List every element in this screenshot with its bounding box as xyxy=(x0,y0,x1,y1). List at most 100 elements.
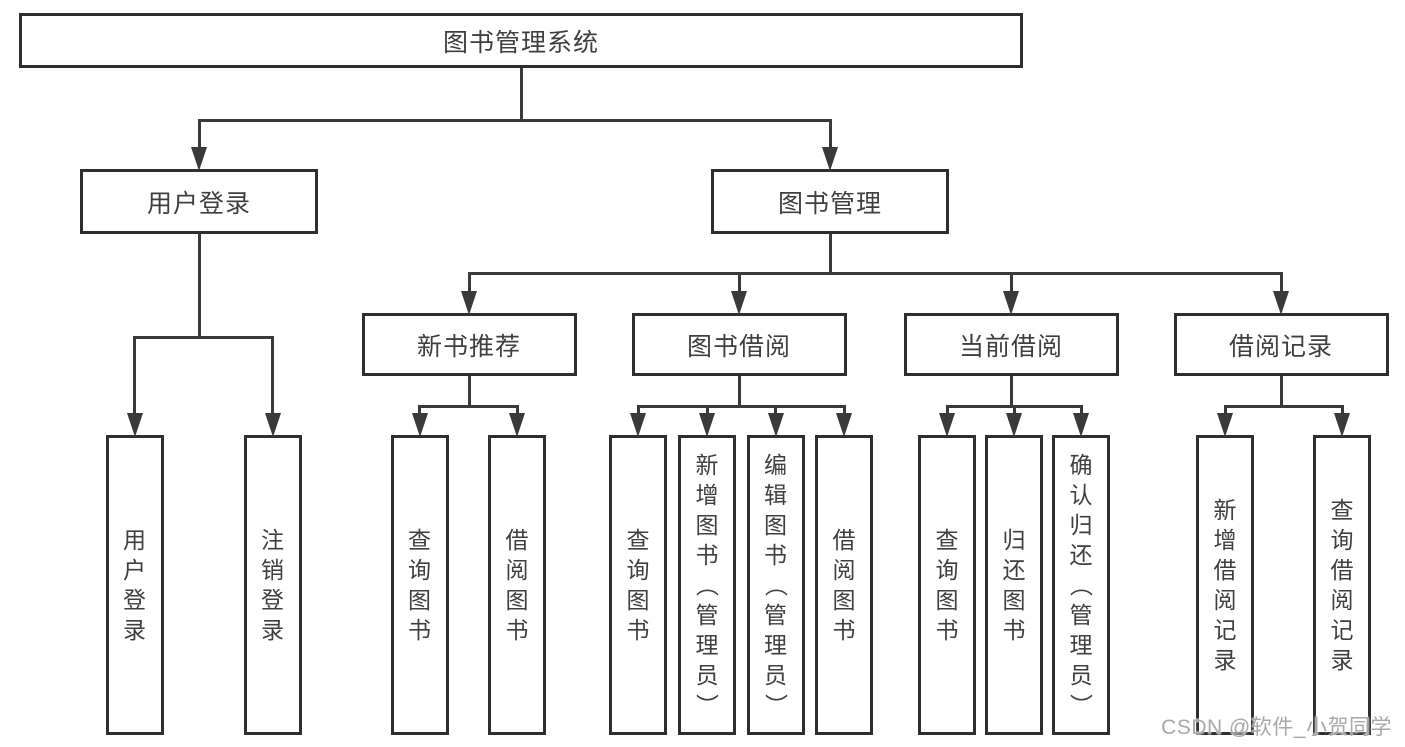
node-label-char: 记 xyxy=(1330,617,1354,643)
node-label-char: 理 xyxy=(695,632,719,658)
connector-line xyxy=(1009,376,1013,406)
node-label-char: ） xyxy=(762,693,789,717)
node-label-char: 认 xyxy=(1069,482,1093,508)
node-label-char: 查 xyxy=(408,527,431,553)
node-label-char: 书 xyxy=(408,617,431,643)
node-label-char: 员 xyxy=(1069,662,1093,688)
node-label-char: 员 xyxy=(695,662,719,688)
node-label-char: 阅 xyxy=(1330,587,1354,613)
arrow-down-icon xyxy=(836,413,852,437)
node-label-char: 还 xyxy=(1069,542,1093,568)
arrow-down-icon xyxy=(630,413,646,437)
leaf-logout-login: 注销登录 xyxy=(243,435,302,735)
node-label-char: 理 xyxy=(1069,632,1093,658)
node-label-char: （ xyxy=(1068,573,1094,597)
arrow-down-icon xyxy=(1334,413,1350,437)
arrow-down-icon xyxy=(1073,413,1089,437)
node-new-book-recommendation: 新书推荐 xyxy=(361,313,577,376)
node-label-char: 录 xyxy=(1330,647,1354,673)
node-label-char: 还 xyxy=(1002,557,1026,583)
leaf-search-books-3: 查询图书 xyxy=(918,435,976,735)
node-label-char: 查 xyxy=(1330,497,1354,523)
connector-line xyxy=(828,120,832,155)
node-label-char: 新 xyxy=(1213,497,1237,523)
connector-line xyxy=(828,234,832,273)
node-label-char: 借 xyxy=(1330,557,1354,583)
leaf-user-login: 用户登录 xyxy=(105,435,164,735)
leaf-search-books-2: 查询图书 xyxy=(609,435,667,735)
connector-line xyxy=(467,271,1283,275)
node-label-char: 询 xyxy=(408,557,431,583)
leaf-edit-book-admin: 编辑图书（管理员） xyxy=(746,435,805,735)
node-label-char: 辑 xyxy=(764,482,787,508)
arrow-down-icon xyxy=(509,413,525,437)
csdn-watermark: CSDN @软件_小贺同学 xyxy=(1161,716,1392,739)
node-label-char: 询 xyxy=(626,557,650,583)
node-label-char: 归 xyxy=(1069,512,1093,538)
node-label-char: 登 xyxy=(123,587,146,613)
node-label-char: 书 xyxy=(935,617,959,643)
arrow-down-icon xyxy=(699,413,715,437)
connector-line xyxy=(197,120,201,155)
arrow-down-icon xyxy=(126,413,143,437)
node-label-char: 确 xyxy=(1069,452,1093,478)
connector-line xyxy=(1279,273,1283,299)
node-label-char: 书 xyxy=(764,542,787,568)
node-label-char: 录 xyxy=(1213,647,1237,673)
node-label-char: 图 xyxy=(935,587,959,613)
leaf-add-borrow-record: 新增借阅记录 xyxy=(1196,435,1254,735)
node-label-char: 编 xyxy=(764,452,787,478)
arrow-down-icon xyxy=(1217,413,1233,437)
node-label-char: 图 xyxy=(626,587,650,613)
node-label-char: 借 xyxy=(832,527,856,553)
node-label-char: 录 xyxy=(123,617,146,643)
leaf-borrow-books-2: 借阅图书 xyxy=(815,435,873,735)
node-label: 图书管理系统 xyxy=(442,28,599,57)
connector-line xyxy=(197,118,832,122)
node-label-char: 查 xyxy=(935,527,959,553)
node-label: 新书推荐 xyxy=(416,332,521,361)
arrow-down-icon xyxy=(411,413,428,437)
connector-line xyxy=(519,68,523,120)
node-book-management: 图书管理 xyxy=(711,169,949,234)
arrow-down-icon xyxy=(822,147,838,171)
connector-line xyxy=(271,337,274,421)
leaf-borrow-books: 借阅图书 xyxy=(488,435,546,735)
arrow-down-icon xyxy=(264,413,281,437)
node-book-borrowing: 图书借阅 xyxy=(631,313,847,376)
node-label-char: 注 xyxy=(261,527,284,553)
connector-line xyxy=(1009,273,1013,299)
node-user-login: 用户登录 xyxy=(80,169,318,234)
arrow-down-icon xyxy=(1003,291,1019,315)
node-label-char: 图 xyxy=(832,587,856,613)
node-label-char: 增 xyxy=(695,482,719,508)
node-label-char: 归 xyxy=(1002,527,1026,553)
leaf-return-books: 归还图书 xyxy=(985,435,1043,735)
arrow-down-icon xyxy=(1273,291,1289,315)
arrow-down-icon xyxy=(461,291,477,315)
node-label-char: 理 xyxy=(764,632,787,658)
node-label: 当前借阅 xyxy=(958,332,1063,361)
node-label-char: 户 xyxy=(123,557,146,583)
node-label-char: 图 xyxy=(1002,587,1026,613)
node-label: 图书借阅 xyxy=(686,332,791,361)
node-label-char: 阅 xyxy=(505,557,529,583)
leaf-confirm-return-admin: 确认归还（管理员） xyxy=(1052,435,1110,735)
leaf-add-book-admin: 新增图书（管理员） xyxy=(678,435,736,735)
connector-line xyxy=(1279,376,1283,406)
node-label-char: 管 xyxy=(695,602,719,628)
node-label: 图书管理 xyxy=(777,189,882,218)
arrow-down-icon xyxy=(939,413,955,437)
node-label-char: 阅 xyxy=(1213,587,1237,613)
connector-line xyxy=(467,376,471,406)
leaf-search-books: 查询图书 xyxy=(390,435,449,735)
node-label-char: 图 xyxy=(695,512,719,538)
node-label-char: 登 xyxy=(261,587,284,613)
connector-line xyxy=(1223,404,1344,408)
node-label: 借阅记录 xyxy=(1228,332,1333,361)
node-label-char: ） xyxy=(1068,693,1094,717)
node-label-char: （ xyxy=(694,573,720,597)
node-label-char: 销 xyxy=(261,557,284,583)
node-label-char: 图 xyxy=(505,587,529,613)
